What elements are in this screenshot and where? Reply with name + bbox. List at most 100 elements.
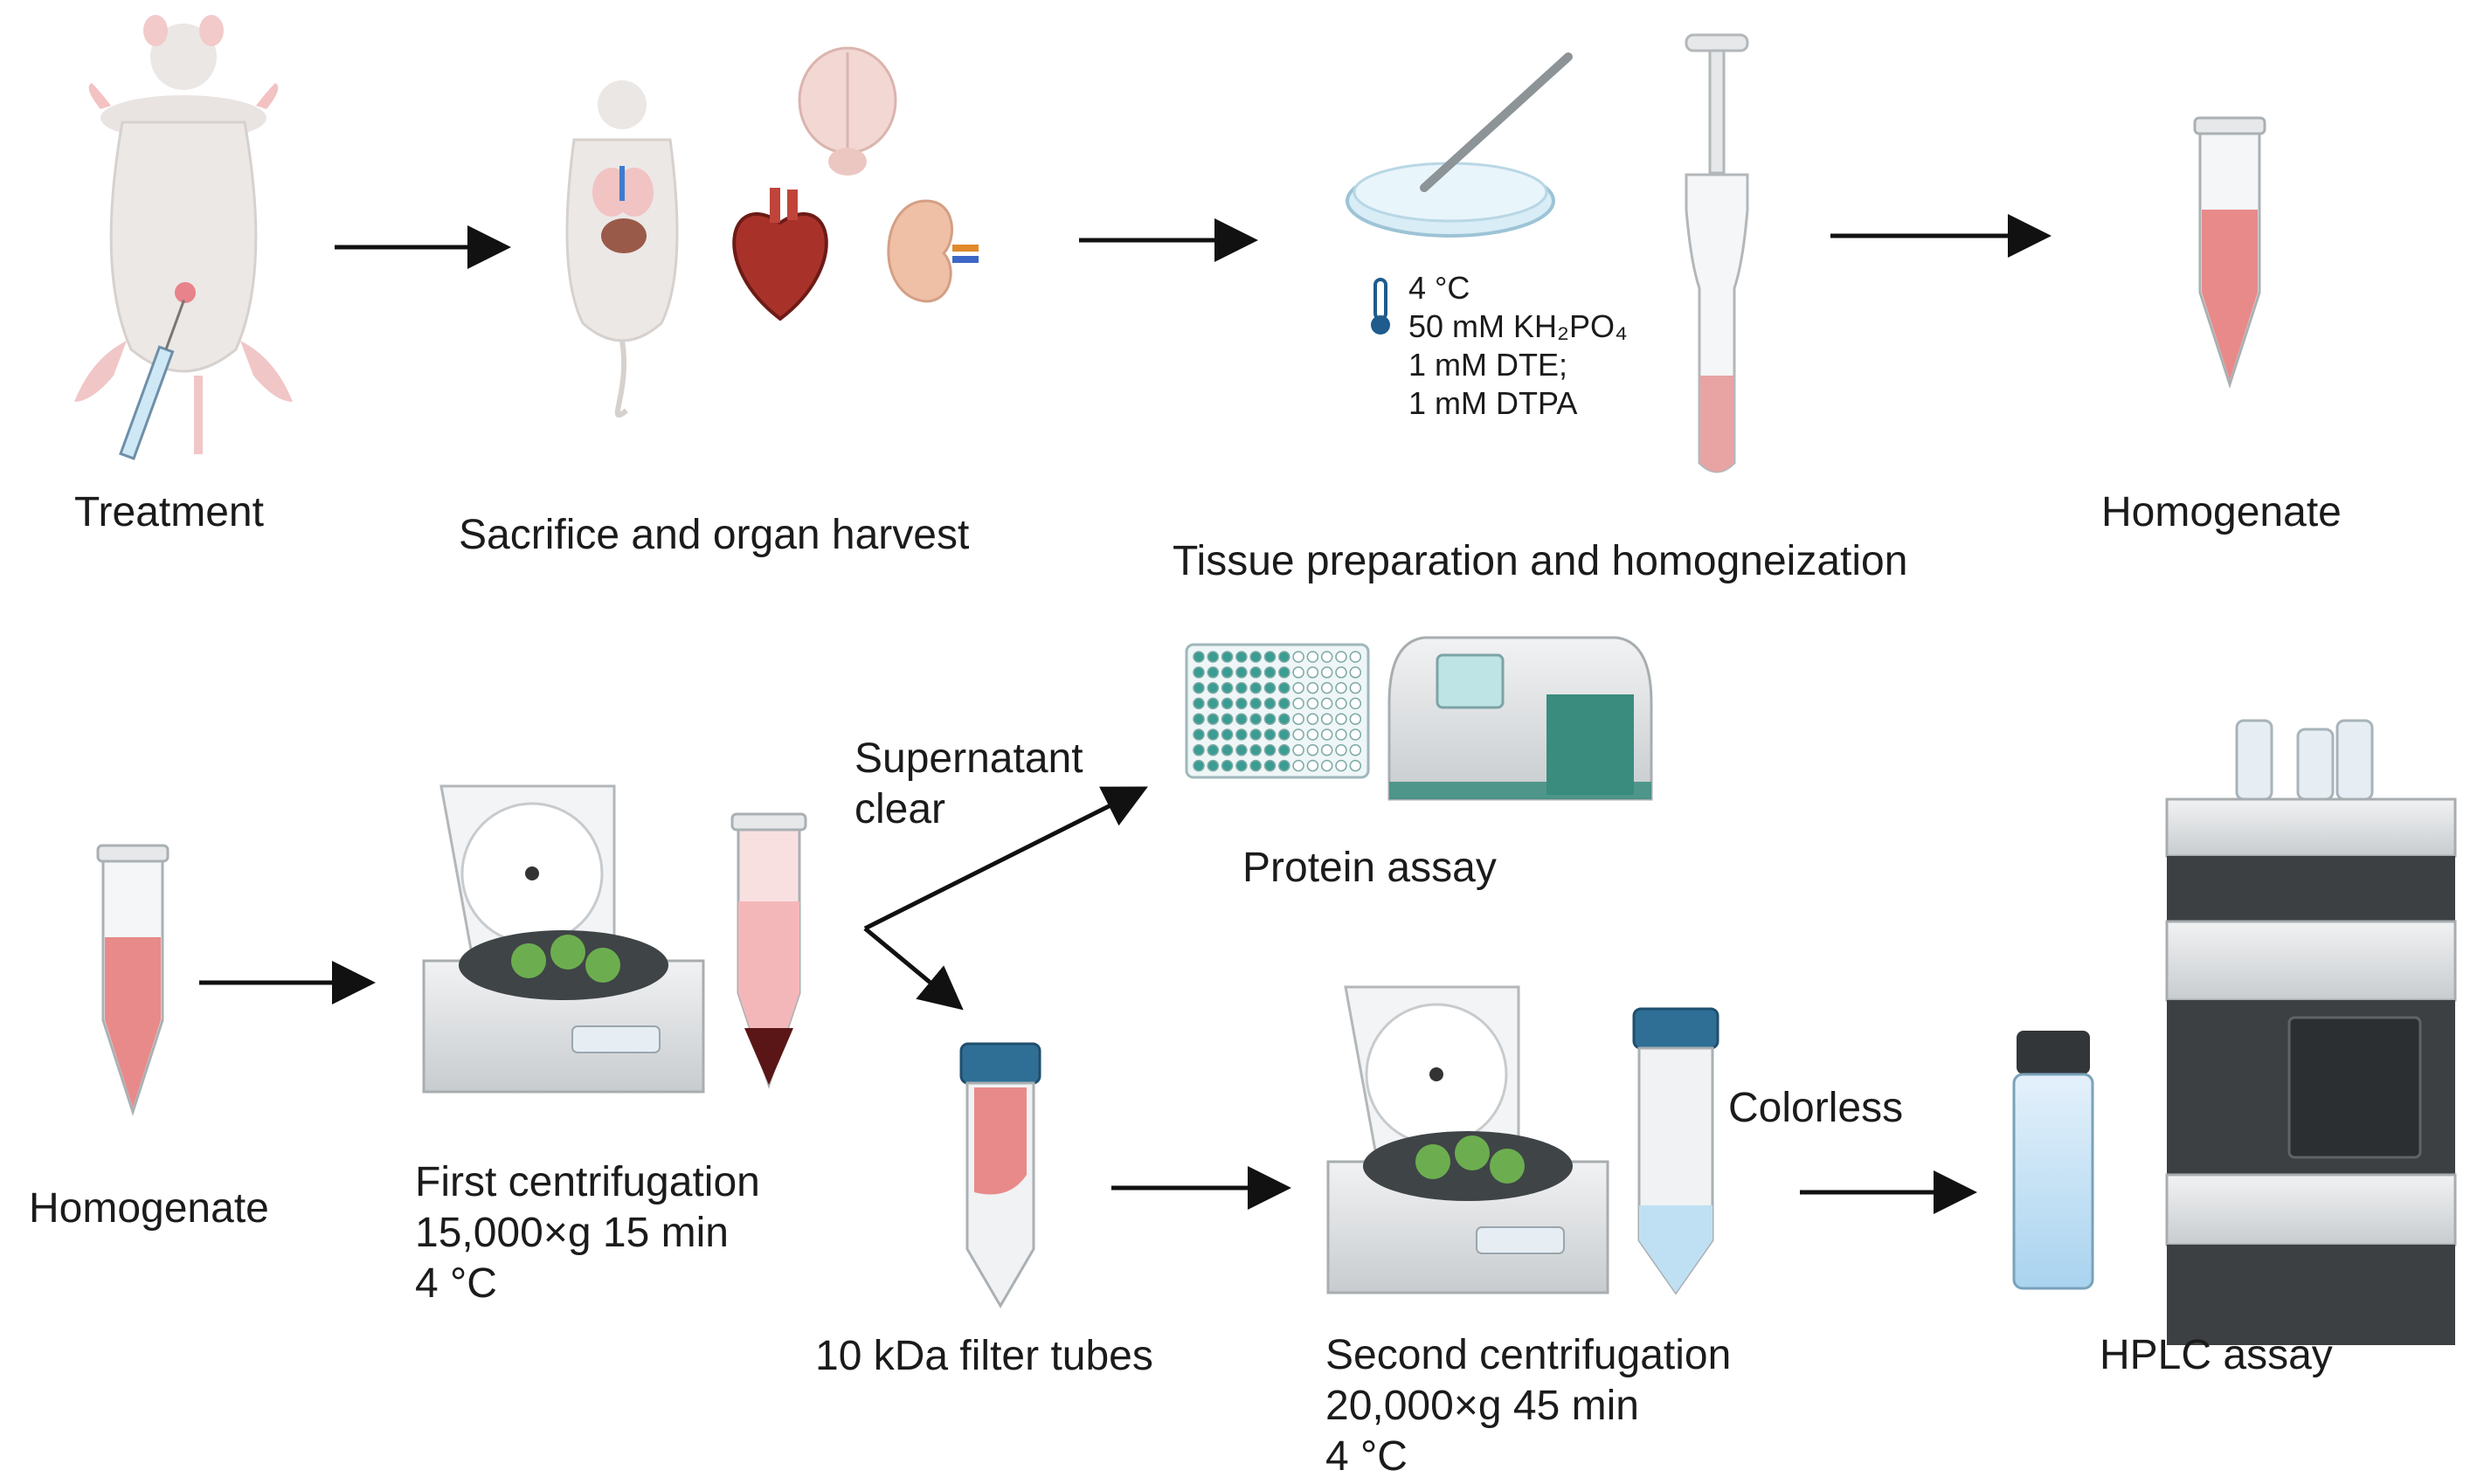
plate-well (1306, 666, 1319, 679)
plate-well (1249, 713, 1262, 725)
plate-well (1235, 697, 1248, 710)
plate-well (1221, 728, 1234, 741)
centrifuge-icon-first (422, 784, 705, 1094)
label-second-temp: 4 °C (1325, 1433, 1408, 1480)
plate-well (1207, 713, 1220, 725)
label-protein-assay: Protein assay (1242, 845, 1497, 891)
plate-well (1235, 681, 1248, 694)
petri-dish-icon (1346, 52, 1573, 238)
plate-well (1292, 713, 1304, 725)
label-treatment: Treatment (74, 489, 264, 535)
brain-icon (798, 46, 897, 176)
plate-well (1349, 651, 1362, 663)
thermometer-icon (1371, 278, 1390, 335)
plate-well (1349, 728, 1362, 741)
plate-well (1221, 713, 1234, 725)
plate-wells (1193, 651, 1362, 772)
plate-well (1306, 713, 1319, 725)
plate-well (1207, 697, 1220, 710)
plate-well (1193, 681, 1205, 694)
plate-well (1320, 697, 1333, 710)
plate-well (1235, 666, 1248, 679)
plate-well (1249, 759, 1262, 772)
plate-well (1292, 697, 1304, 710)
buffer-dtpa: 1 mM DTPA (1408, 385, 1578, 421)
label-homogenate-top: Homogenate (2101, 489, 2342, 535)
arrows (199, 214, 2051, 1214)
plate-well (1306, 651, 1319, 663)
filter-tube-icon (959, 1042, 1041, 1308)
plate-well (1320, 759, 1333, 772)
plate-well (1221, 681, 1234, 694)
plate-well (1249, 744, 1262, 756)
plate-well (1207, 759, 1220, 772)
plate-well (1221, 744, 1234, 756)
plate-well (1221, 666, 1234, 679)
plate-well (1349, 697, 1362, 710)
plate-well (1235, 728, 1248, 741)
plate-well (1292, 681, 1304, 694)
plate-well (1335, 744, 1347, 756)
label-first-temp: 4 °C (415, 1260, 497, 1307)
plate-well (1235, 759, 1248, 772)
homogenizer-icon (1685, 33, 1749, 473)
plate-well (1335, 666, 1347, 679)
plate-well (1292, 728, 1304, 741)
plate-well (1292, 666, 1304, 679)
heart-icon (732, 188, 828, 321)
plate-well (1249, 681, 1262, 694)
plate-well (1335, 713, 1347, 725)
plate-well (1207, 728, 1220, 741)
plate-well (1221, 697, 1234, 710)
plate-well (1292, 651, 1304, 663)
plate-well (1221, 651, 1234, 663)
hplc-instrument-icon (2165, 719, 2457, 1345)
plate-well (1278, 759, 1290, 772)
plate-well (1320, 728, 1333, 741)
plate-well (1292, 744, 1304, 756)
filter-tube-colorless-icon (1632, 1007, 1719, 1295)
plate-well (1335, 651, 1347, 663)
plate-well (1207, 651, 1220, 663)
dissected-mouse-icon (565, 80, 679, 418)
plate-well (1249, 666, 1262, 679)
label-tissue: Tissue preparation and homogneization (1173, 538, 1908, 584)
plate-well (1306, 697, 1319, 710)
plate-well (1193, 697, 1205, 710)
plate-well (1193, 744, 1205, 756)
plate-well (1263, 697, 1277, 710)
plate-well (1349, 744, 1362, 756)
plate-well (1306, 681, 1319, 694)
label-supernatant: Supernatant (854, 735, 1083, 782)
plate-well (1207, 744, 1220, 756)
plate-well (1221, 759, 1234, 772)
label-first-speed: 15,000×g 15 min (415, 1210, 729, 1256)
plate-well (1278, 681, 1290, 694)
plate-well (1335, 759, 1347, 772)
plate-well (1235, 744, 1248, 756)
tube-icon-bottom-homogenate (96, 844, 170, 1116)
plate-well (1193, 651, 1205, 663)
plate-well (1306, 728, 1319, 741)
plate-well (1193, 713, 1205, 725)
plate-well (1249, 651, 1262, 663)
vial-icon (2012, 1031, 2094, 1290)
plate-well (1263, 666, 1277, 679)
label-supernatant-clear: clear (854, 786, 946, 832)
plate-well (1263, 713, 1277, 725)
label-second-speed: 20,000×g 45 min (1325, 1383, 1639, 1429)
kidney-icon (887, 199, 979, 303)
arrow-split-down (863, 927, 964, 1011)
plate-well (1249, 697, 1262, 710)
plate-well (1349, 759, 1362, 772)
plate-well (1263, 651, 1277, 663)
plate-well (1320, 651, 1333, 663)
plate-well (1349, 713, 1362, 725)
plate-well (1207, 681, 1220, 694)
buffer-dte: 1 mM DTE; (1408, 347, 1568, 383)
plate-well (1193, 759, 1205, 772)
plate-well (1278, 713, 1290, 725)
plate-well (1263, 744, 1277, 756)
plate-well (1263, 681, 1277, 694)
